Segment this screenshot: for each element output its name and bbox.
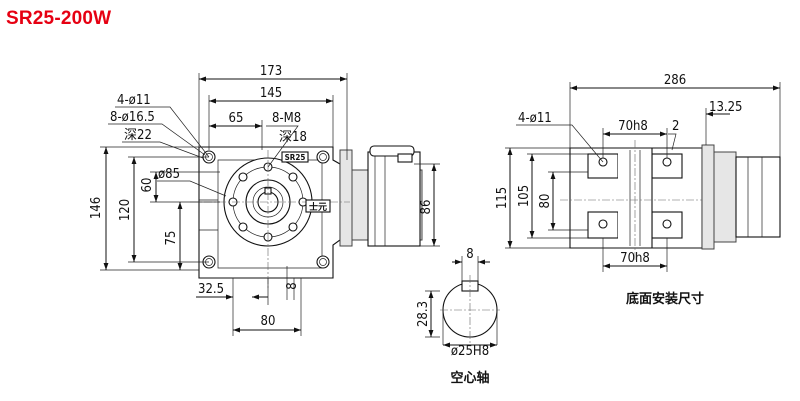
- dim-side-80: 80: [538, 194, 553, 209]
- product-title: SR25-200W: [6, 8, 112, 29]
- dim-65: 65: [229, 111, 244, 126]
- hollow-shaft-view: 8 28.3 ø25H8 空心轴: [416, 247, 500, 386]
- hole-4-label: 4-ø11: [117, 93, 151, 108]
- dim-115: 115: [495, 187, 510, 209]
- cbore-label: 8-ø16.5: [110, 110, 155, 125]
- dim-slot-top: 70h8: [618, 119, 648, 134]
- front-left-dimensions: 146 120 60 75: [89, 146, 220, 271]
- dim-286: 286: [664, 73, 686, 88]
- brand-logo: 士元: [309, 201, 327, 213]
- dim-120: 120: [118, 199, 133, 221]
- hole-callouts: 4-ø11 8-ø16.5 深22: [108, 93, 210, 159]
- thread-callout: 8-M8 深18: [266, 111, 307, 168]
- dim-bore-25: ø25H8: [451, 344, 489, 359]
- dim-105: 105: [517, 185, 532, 207]
- dim-80: 80: [261, 314, 276, 329]
- bore-85-callout: ø85: [157, 167, 227, 197]
- brand-plate: SR25: [285, 153, 306, 162]
- dim-gap-8: 8: [285, 282, 300, 289]
- dim-75: 75: [164, 231, 179, 246]
- dim-32-5: 32.5: [198, 282, 224, 297]
- side-view: 286 70h8 2 13.25 4-ø11 115 105 80 70h8 底…: [495, 73, 781, 307]
- dim-60: 60: [140, 178, 155, 193]
- dim-146: 146: [89, 197, 104, 219]
- side-hole-4-label: 4-ø11: [518, 111, 552, 126]
- cbore-depth-label: 深22: [124, 128, 152, 143]
- base-mount-caption: 底面安装尺寸: [626, 291, 704, 307]
- front-view: SR25 士元 173 145 65 8-M8 深18 4-ø11 8-ø16.…: [89, 64, 440, 336]
- front-bottom-dimensions: 32.5 8 80: [196, 266, 302, 336]
- dim-13-25: 13.25: [709, 100, 742, 115]
- dim-bore-85: ø85: [158, 167, 180, 182]
- dim-173: 173: [260, 64, 282, 79]
- dim-28-3: 28.3: [416, 301, 431, 327]
- thread-label: 8-M8: [272, 111, 301, 126]
- thread-depth-label: 深18: [279, 130, 307, 145]
- front-top-dimensions: 173 145 65: [198, 64, 348, 160]
- dim-slot-bottom: 70h8: [620, 251, 650, 266]
- dim-gap-2: 2: [672, 119, 679, 134]
- front-right-dimensions: 86: [414, 163, 440, 247]
- dim-145: 145: [260, 86, 282, 101]
- dim-86: 86: [419, 200, 434, 215]
- dim-key-8: 8: [466, 247, 473, 262]
- hollow-shaft-caption: 空心轴: [450, 370, 489, 386]
